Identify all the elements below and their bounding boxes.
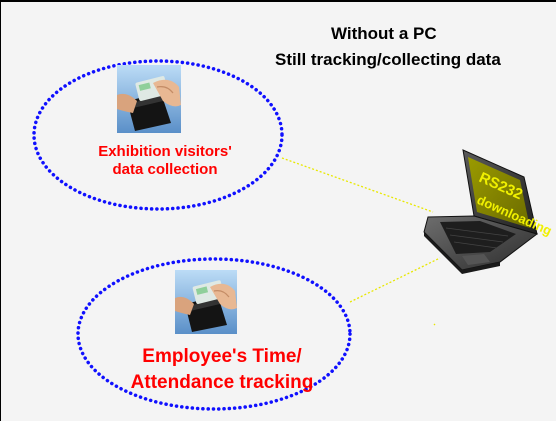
left-border — [0, 0, 1, 421]
ellipse-exhibition — [32, 59, 284, 211]
caption-exhibition-line-2: data collection — [112, 161, 218, 178]
laptop-icon — [423, 149, 539, 274]
caption-attendance-line-2: Attendance tracking — [130, 372, 314, 393]
card-reader-icon — [117, 65, 181, 133]
link-line-attendance — [349, 257, 441, 303]
caption-exhibition: Exhibition visitors' data collection — [70, 143, 260, 179]
top-border — [0, 0, 556, 2]
dot-mark — [433, 323, 436, 326]
caption-exhibition-line-1: Exhibition visitors' — [98, 143, 232, 160]
ellipse-attendance — [76, 257, 352, 411]
card-reader-icon — [175, 270, 237, 334]
title-line-2: Still tracking/collecting data — [275, 50, 501, 69]
link-line-exhibition — [281, 157, 434, 213]
caption-attendance-line-1: Employee's Time/ — [142, 346, 302, 367]
caption-attendance: Employee's Time/ Attendance tracking — [104, 344, 340, 396]
title-line-1: Without a PC — [331, 24, 437, 43]
